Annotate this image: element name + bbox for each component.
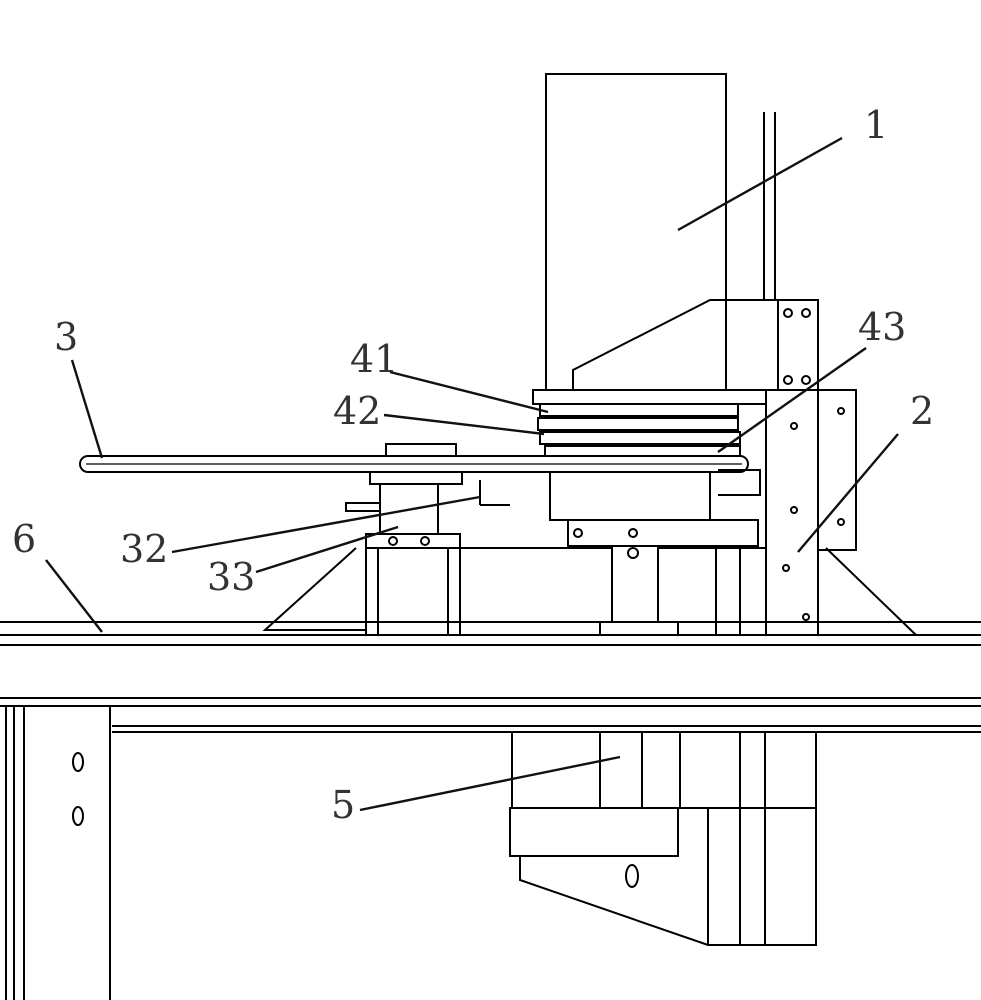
label-2: 2 [910, 389, 934, 433]
motor-column [545, 73, 819, 635]
plate-stack [532, 389, 767, 521]
label-42: 42 [333, 389, 381, 433]
left-post [5, 706, 111, 1000]
support-frame [262, 480, 766, 636]
turntable-disc [79, 443, 749, 485]
leader-lines [45, 136, 899, 812]
label-41: 41 [350, 337, 398, 381]
label-6: 6 [12, 517, 36, 561]
label-1: 1 [864, 103, 888, 147]
label-43: 43 [858, 305, 906, 349]
side-bracket [718, 308, 917, 636]
lower-motor [509, 731, 817, 946]
label-33: 33 [207, 555, 255, 599]
base-rail [0, 621, 981, 733]
label-5: 5 [331, 783, 355, 827]
label-3: 3 [54, 315, 78, 359]
label-32: 32 [120, 527, 168, 571]
